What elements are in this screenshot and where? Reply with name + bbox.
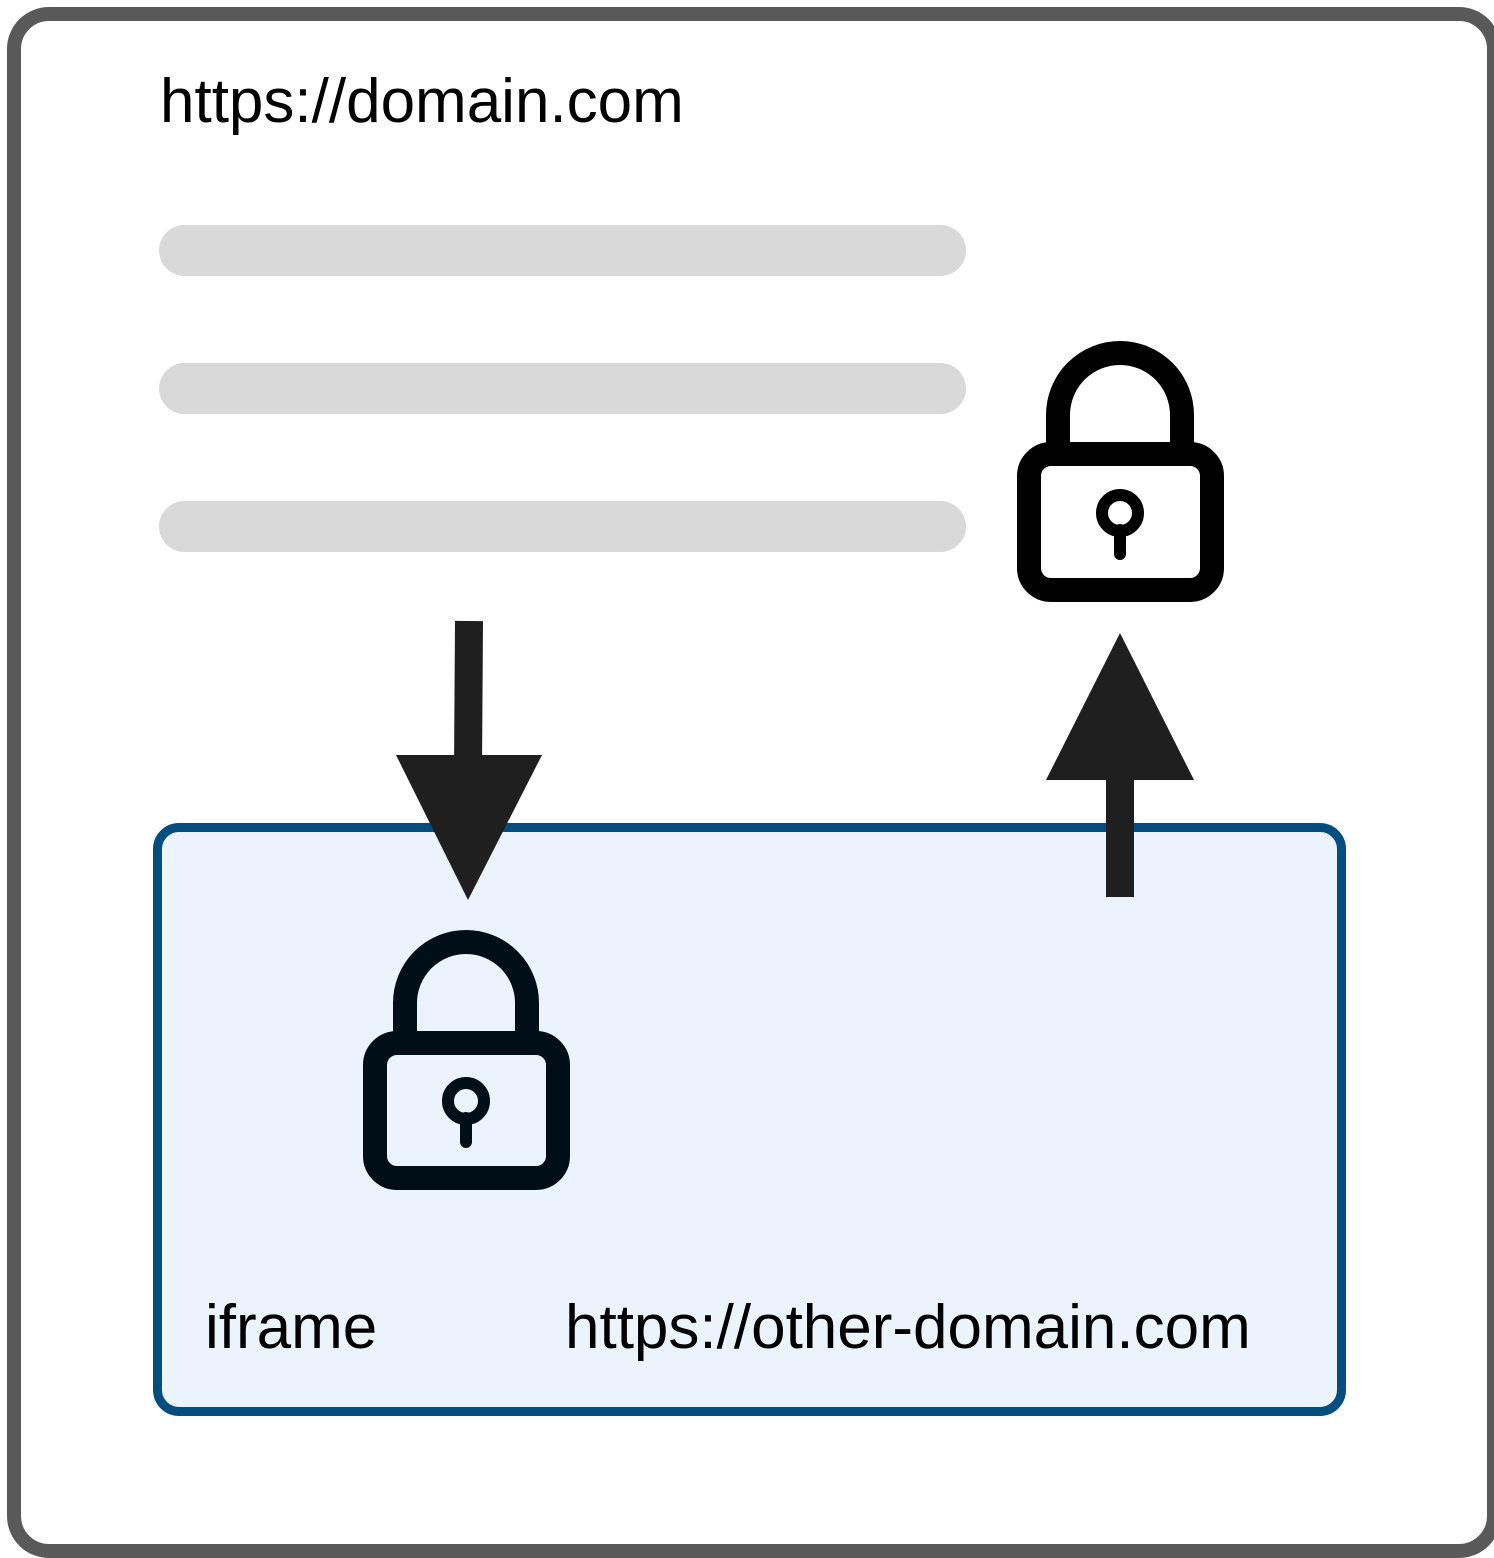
iframe-container (153, 823, 1346, 1416)
iframe-url: https://other-domain.com (565, 1293, 1251, 1362)
content-placeholder-line (159, 501, 966, 552)
arrow-up-icon (1046, 633, 1194, 897)
content-placeholder-line (159, 225, 966, 276)
lock-icon (1017, 341, 1224, 602)
iframe-label: iframe (205, 1293, 378, 1362)
outer-page-url: https://domain.com (160, 67, 684, 136)
lock-icon (363, 930, 570, 1190)
arrow-down-icon (396, 620, 542, 900)
content-placeholder-line (159, 363, 966, 414)
